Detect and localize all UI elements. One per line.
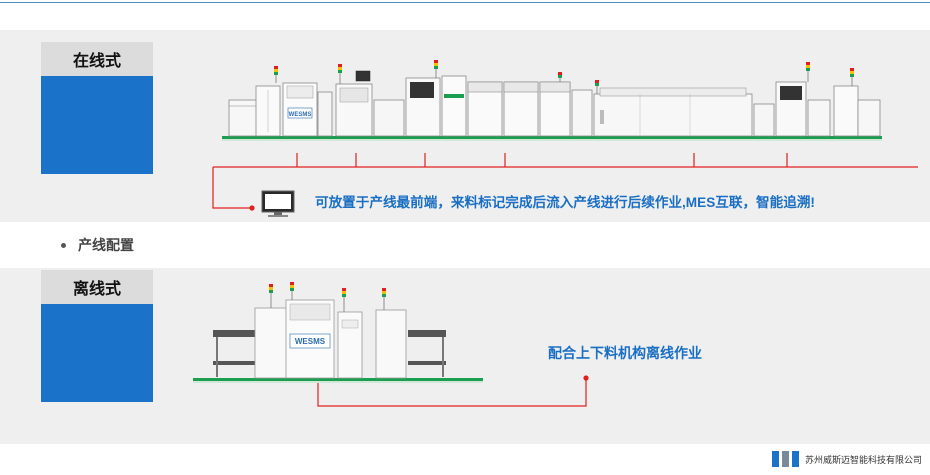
offline-connector [317,380,587,407]
inline-printer-machine [335,64,373,137]
bullet-dot-icon [61,242,66,248]
brand-bar [771,451,779,467]
offline-setup: WESMS [193,282,483,383]
offline-marking-machine: WESMS [285,282,335,379]
monitor-icon [261,190,295,217]
top-divider [0,2,930,3]
brand-bar [781,451,789,467]
offline-connector-node [583,375,589,381]
inline-conveyor-belt [222,136,882,139]
inline-loader-machine [228,85,281,137]
offline-label-block: 离线式 [41,270,153,402]
inline-production-line: WESMS [222,60,882,141]
offline-panel [0,268,930,444]
offline-conveyor-belt [193,378,483,381]
inline-unloader-machine [833,68,881,137]
inline-callout-text: 可放置于产线最前端，来料标记完成后流入产线进行后续作业,MES互联，智能追溯! [315,195,815,210]
offline-label: 离线式 [41,270,153,304]
inline-machine-logo: WESMS [289,112,312,118]
offline-callout-text: 配合上下料机构离线作业 [548,345,702,361]
inline-label: 在线式 [41,42,153,76]
section-heading-text: 产线配置 [78,237,134,253]
footer-brand: 苏州威斯迈智能科技有限公司 [771,451,922,467]
offline-loader-machine [254,284,288,379]
inline-aoi-machine [775,62,831,137]
brand-bars-icon [771,451,799,467]
inline-reflow-oven [593,80,753,137]
inline-connector-node [249,205,255,211]
brand-bar [791,451,799,467]
company-name: 苏州威斯迈智能科技有限公司 [804,454,922,465]
inline-spi-machine [405,60,441,137]
section-heading: 产线配置 [61,235,134,255]
offline-unloader-machine [375,288,407,379]
inline-label-fill [41,76,153,174]
inline-mes-network [212,153,918,209]
offline-machine-logo: WESMS [295,337,326,346]
offline-label-fill [41,304,153,402]
inline-marking-machine: WESMS [274,66,318,137]
offline-buffer-machine [337,288,363,379]
inline-mounter-machines [467,72,593,137]
inline-label-block: 在线式 [41,42,153,174]
